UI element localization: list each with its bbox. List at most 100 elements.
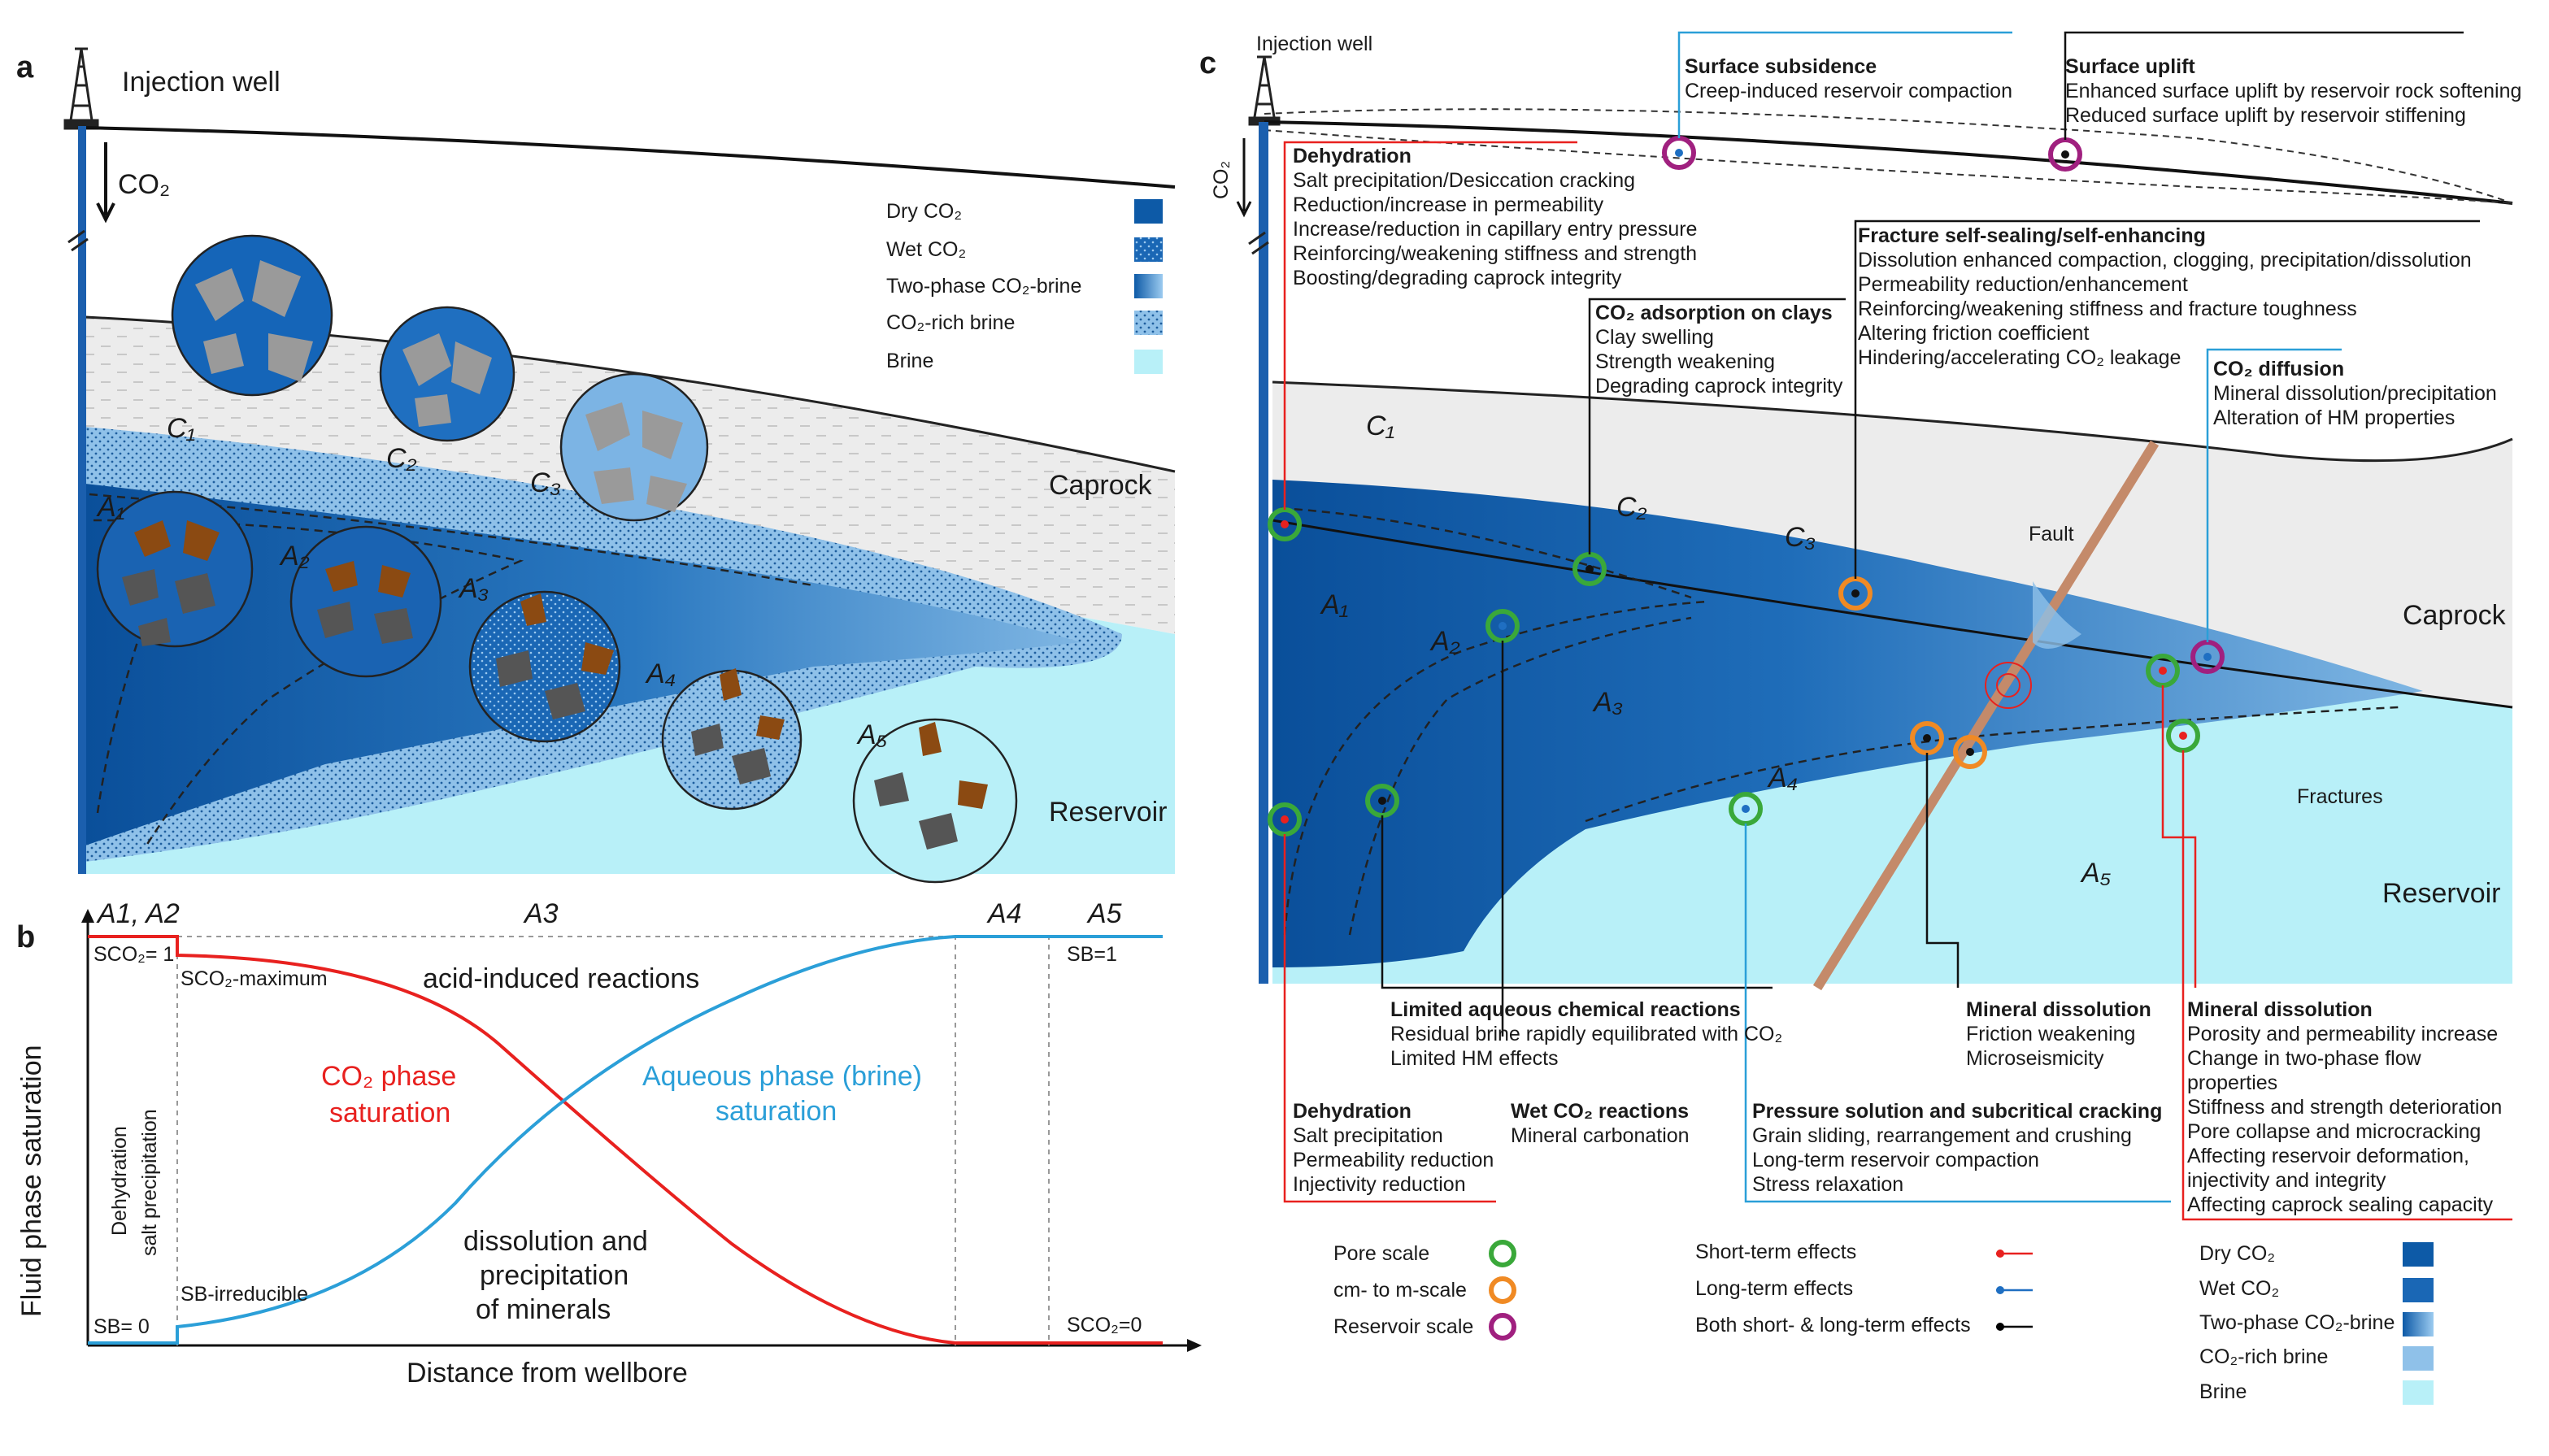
b-co2-label-1: CO₂ phase	[321, 1061, 456, 1092]
panel-a-co2-label: CO₂	[118, 169, 170, 200]
box-fracture-l3: Altering friction coefficient	[1858, 322, 2089, 345]
label-a4-c: A₄	[1767, 763, 1798, 793]
b-dissolution-1: dissolution and	[463, 1226, 648, 1257]
box-adsorption: CO₂ adsorption on clays Clay swelling St…	[1595, 302, 1843, 398]
reservoir-label-c: Reservoir	[2382, 878, 2500, 909]
box-mineral2-l3: Stiffness and strength deterioration	[2187, 1096, 2502, 1119]
box-mineral2-l7: Affecting caprock sealing capacity	[2187, 1193, 2494, 1216]
box-mineral1-l1: Microseismicity	[1966, 1047, 2104, 1070]
plume-c	[1272, 480, 2423, 967]
box-pressure-l0: Grain sliding, rearrangement and crushin…	[1752, 1124, 2132, 1147]
box-mineral2-l4: Pore collapse and microcracking	[2187, 1120, 2481, 1143]
box-uplift-title: Surface uplift	[2065, 55, 2195, 78]
label-a2-a: A₂	[279, 541, 310, 572]
scale-legend-1: cm- to m-scale	[1333, 1279, 1467, 1302]
grain-circle-a1	[96, 490, 254, 648]
box-mineral2-l2: properties	[2187, 1071, 2277, 1094]
box-uplift-l0: Enhanced surface uplift by reservoir roc…	[2065, 80, 2521, 102]
label-a1-c: A₁	[1320, 589, 1348, 620]
grain-circle-wet	[379, 306, 515, 442]
caprock-label-c: Caprock	[2403, 600, 2507, 631]
fluid-legend-2: Two-phase CO₂-brine	[2199, 1311, 2395, 1334]
box-fracture: Fracture self-sealing/self-enhancing Dis…	[1858, 224, 2472, 369]
b-co2-label-2: saturation	[329, 1097, 450, 1128]
box-adsorption-l2: Degrading caprock integrity	[1595, 375, 1843, 398]
box-fracture-l2: Reinforcing/weakening stiffness and frac…	[1858, 298, 2357, 320]
b-s-b-1: SB=1	[1067, 943, 1117, 966]
caprock-layer-c	[1272, 382, 2512, 707]
box-mineral2-l0: Porosity and permeability increase	[2187, 1023, 2498, 1045]
grain-circle-dry	[171, 234, 333, 397]
b-salt-precip: salt precipitation	[138, 1109, 161, 1256]
derrick-icon-c	[1248, 55, 1281, 126]
label-a5-a: A₅	[856, 719, 888, 750]
connectors-c	[1283, 31, 2512, 1221]
box-pressure-l2: Stress relaxation	[1752, 1173, 1903, 1196]
b-s-co2-0: SCO₂=0	[1067, 1314, 1142, 1336]
scale-legend-2: Reservoir scale	[1333, 1315, 1473, 1338]
box-uplift: Surface uplift Enhanced surface uplift b…	[2065, 55, 2521, 127]
box-pressure-l1: Long-term reservoir compaction	[1752, 1149, 2039, 1171]
effect-legend: Short-term effects Long-term effects Bot…	[1695, 1241, 2033, 1336]
box-limited: Limited aqueous chemical reactions Resid…	[1390, 998, 1782, 1070]
b-brine-label-1: Aqueous phase (brine)	[642, 1061, 922, 1092]
box-mineral1: Mineral dissolution Friction weakening M…	[1966, 998, 2151, 1070]
label-a3-c: A₃	[1592, 687, 1623, 718]
box-mineral2: Mineral dissolution Porosity and permeab…	[2187, 998, 2502, 1216]
box-mineral1-title: Mineral dissolution	[1966, 998, 2151, 1021]
box-dehydration-bot-title: Dehydration	[1293, 1100, 1412, 1123]
box-adsorption-l0: Clay swelling	[1595, 326, 1714, 349]
box-subsidence-l0: Creep-induced reservoir compaction	[1685, 80, 2012, 102]
box-wetco2-title: Wet CO₂ reactions	[1511, 1100, 1689, 1123]
co2-saturation-curve	[88, 935, 1163, 1345]
box-pressure-title: Pressure solution and subcritical cracki…	[1752, 1100, 2162, 1123]
fluid-legend-3: CO₂-rich brine	[2199, 1345, 2328, 1368]
box-subsidence-title: Surface subsidence	[1685, 55, 1877, 78]
box-dehydration-top-l1: Reduction/increase in permeability	[1293, 193, 1604, 216]
panel-a-well-title: Injection well	[122, 67, 281, 98]
box-fracture-title: Fracture self-sealing/self-enhancing	[1858, 224, 2206, 247]
panel-c: c Injection well CO₂ C₁ C₂ C₃ A₁ A₂ A₃	[1199, 31, 2521, 1405]
box-subsidence: Surface subsidence Creep-induced reservo…	[1685, 55, 2012, 102]
box-dehydration-top-title: Dehydration	[1293, 145, 1412, 167]
b-s-co2-max: SCO₂-maximum	[181, 967, 328, 990]
panel-b-letter: b	[16, 920, 35, 954]
box-uplift-l1: Reduced surface uplift by reservoir stif…	[2065, 104, 2466, 127]
label-a3-a: A₃	[458, 573, 489, 604]
caprock-label-a: Caprock	[1049, 470, 1153, 501]
reservoir-label-a: Reservoir	[1049, 797, 1167, 828]
x-axis-label: Distance from wellbore	[407, 1358, 688, 1389]
b-top-a4: A4	[986, 898, 1022, 929]
b-s-b-0: SB= 0	[94, 1315, 150, 1338]
b-dehydration: Dehydration	[108, 1126, 131, 1236]
box-dehydration-top-l2: Increase/reduction in capillary entry pr…	[1293, 218, 1697, 241]
grain-circle-a2	[289, 525, 442, 678]
y-axis-label: Fluid phase saturation	[16, 1045, 47, 1317]
panel-c-letter: c	[1199, 46, 1216, 80]
box-mineral2-l6: injectivity and integrity	[2187, 1169, 2386, 1192]
box-dehydration-top: Dehydration Salt precipitation/Desiccati…	[1293, 145, 1697, 289]
label-a1-a: A₁	[96, 492, 124, 523]
ground-surface-a	[80, 126, 1176, 189]
label-c3-c: C₃	[1785, 522, 1816, 553]
label-a4-a: A₄	[645, 658, 676, 689]
scale-legend-0: Pore scale	[1333, 1242, 1429, 1265]
fluid-legend-0: Dry CO₂	[2199, 1242, 2275, 1265]
label-c2-a: C₂	[386, 443, 417, 474]
box-mineral2-title: Mineral dissolution	[2187, 998, 2373, 1021]
panel-a-letter: a	[16, 50, 34, 85]
fractures-label: Fractures	[2297, 785, 2383, 808]
panel-b: b Fluid phase saturation Distance from w…	[16, 898, 1202, 1389]
box-fracture-l4: Hindering/accelerating CO₂ leakage	[1858, 346, 2181, 369]
panel-c-well-title: Injection well	[1256, 33, 1372, 55]
grain-circle-a5	[852, 718, 1018, 884]
effect-legend-1: Long-term effects	[1695, 1277, 1853, 1300]
label-c2-c: C₂	[1616, 492, 1647, 523]
box-diffusion-l1: Alteration of HM properties	[2213, 406, 2455, 429]
box-dehydration-bot-l2: Injectivity reduction	[1293, 1173, 1466, 1196]
box-dehydration-top-l3: Reinforcing/weakening stiffness and stre…	[1293, 242, 1697, 265]
legend-a-0: Dry CO₂	[886, 200, 962, 223]
label-c1-a: C₁	[167, 413, 195, 444]
box-dehydration-bot: Dehydration Salt precipitation Permeabil…	[1293, 1100, 1494, 1196]
